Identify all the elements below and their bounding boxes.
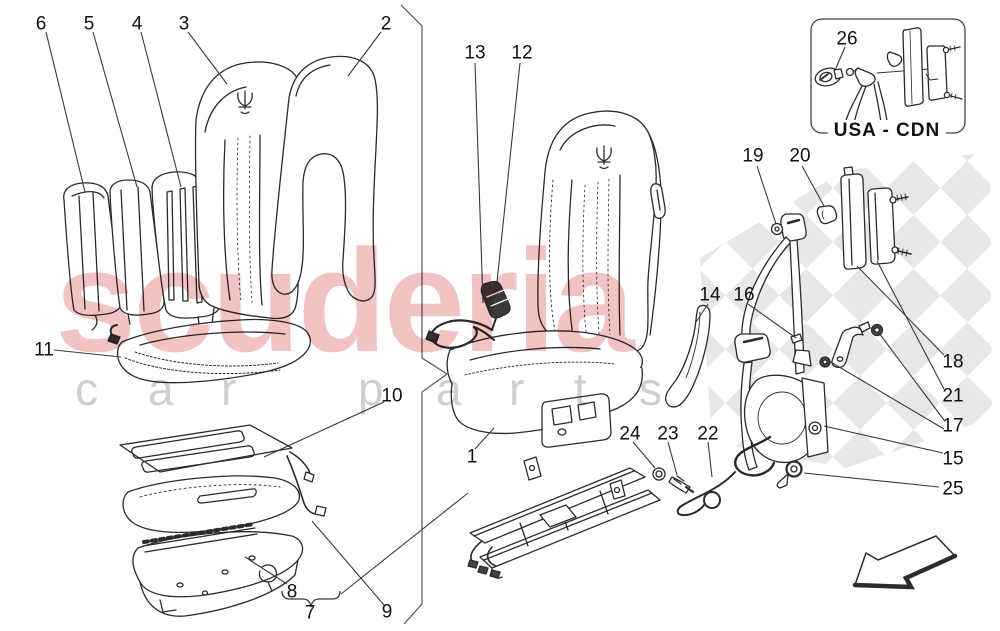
usa-cdn-inset-box [811, 19, 965, 133]
trident-logo-icon [238, 91, 252, 114]
part-side-trim [666, 305, 710, 406]
part-seat-cushion [108, 319, 310, 382]
part-release-cable [678, 472, 735, 515]
part-plug-cap [653, 468, 665, 480]
section-divider-line [401, 5, 447, 624]
part-seat-base-pan [133, 524, 303, 616]
part-backrest-shell [272, 56, 378, 300]
part-buckle-assembly [426, 282, 510, 348]
part-anchor-bracket [820, 322, 883, 367]
direction-arrow-icon [855, 536, 955, 587]
complete-seat [447, 111, 665, 447]
part-seat-rails [468, 457, 660, 578]
part-screw [669, 476, 693, 493]
grouping-brace [282, 591, 340, 606]
seat-belt-assembly [735, 206, 837, 488]
trident-logo-icon [597, 146, 611, 169]
callout-leader-lines [46, 32, 944, 606]
part-backrest-pad-inner [110, 180, 164, 324]
part-mount-plates [841, 167, 911, 269]
part-cushion-foam [123, 476, 299, 532]
part-backrest-pad-outer [64, 183, 122, 330]
belt-guide-clip-part [813, 66, 843, 89]
part-heater-pad [120, 425, 326, 516]
